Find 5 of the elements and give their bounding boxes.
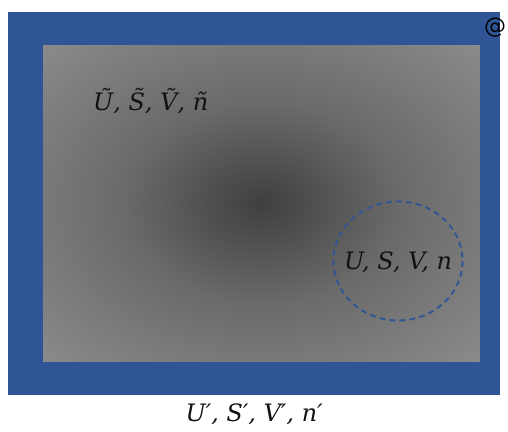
variable-label: Ũ, S̃, Ṽ, ñ: [93, 90, 208, 114]
reservoir-panel: [43, 45, 480, 362]
system-circle: [332, 200, 464, 322]
variable-label: U, S, V, n: [344, 249, 452, 273]
variable-label: U′, S′, V′, n′: [185, 401, 323, 425]
